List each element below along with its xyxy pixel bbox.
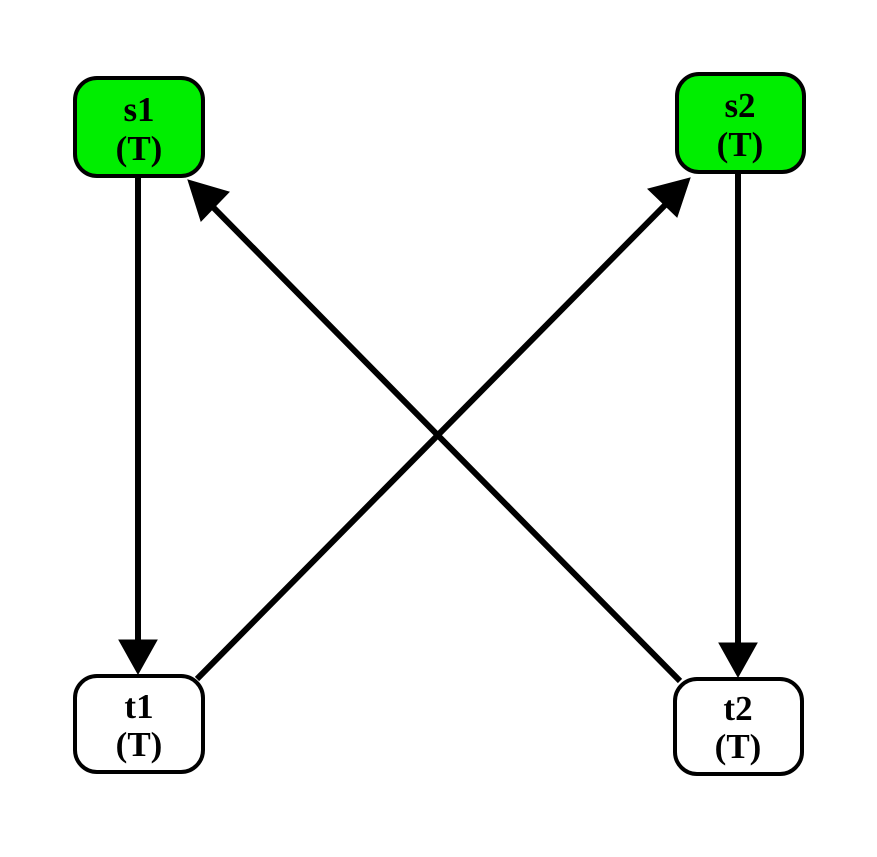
node-t1-sublabel: (T) xyxy=(116,725,163,764)
node-t2-sublabel: (T) xyxy=(715,727,762,766)
edge-s1-to-t1-arrowhead xyxy=(118,639,158,676)
edge-t1-to-s2-arrowhead xyxy=(647,177,691,218)
node-s1-sublabel: (T) xyxy=(116,129,163,168)
node-t2-shape xyxy=(673,677,804,776)
node-s2-label: s2 xyxy=(724,86,755,125)
node-t1-shape xyxy=(73,674,205,774)
edge-s2-to-t2-arrowhead xyxy=(718,642,758,679)
edge-s1-to-t1[interactable] xyxy=(118,176,158,676)
node-t2-label: t2 xyxy=(723,689,752,728)
node-t1[interactable]: t1 (T) xyxy=(73,674,205,774)
edge-s2-to-t2[interactable] xyxy=(718,172,758,679)
edge-t2-to-s1-line xyxy=(203,197,683,684)
node-s1[interactable]: s1 (T) xyxy=(73,76,205,178)
node-s1-label: s1 xyxy=(123,90,154,129)
node-s2-sublabel: (T) xyxy=(717,125,764,164)
node-t1-label: t1 xyxy=(124,687,153,726)
node-s2[interactable]: s2 (T) xyxy=(675,72,806,174)
edge-t1-to-s2-line xyxy=(194,195,675,682)
node-t2[interactable]: t2 (T) xyxy=(673,677,804,776)
node-s1-shape xyxy=(73,76,205,178)
edge-t2-to-s1[interactable] xyxy=(187,179,683,684)
edge-t1-to-s2[interactable] xyxy=(194,177,691,682)
edge-t2-to-s1-arrowhead xyxy=(187,179,230,222)
node-s2-shape xyxy=(675,72,806,174)
